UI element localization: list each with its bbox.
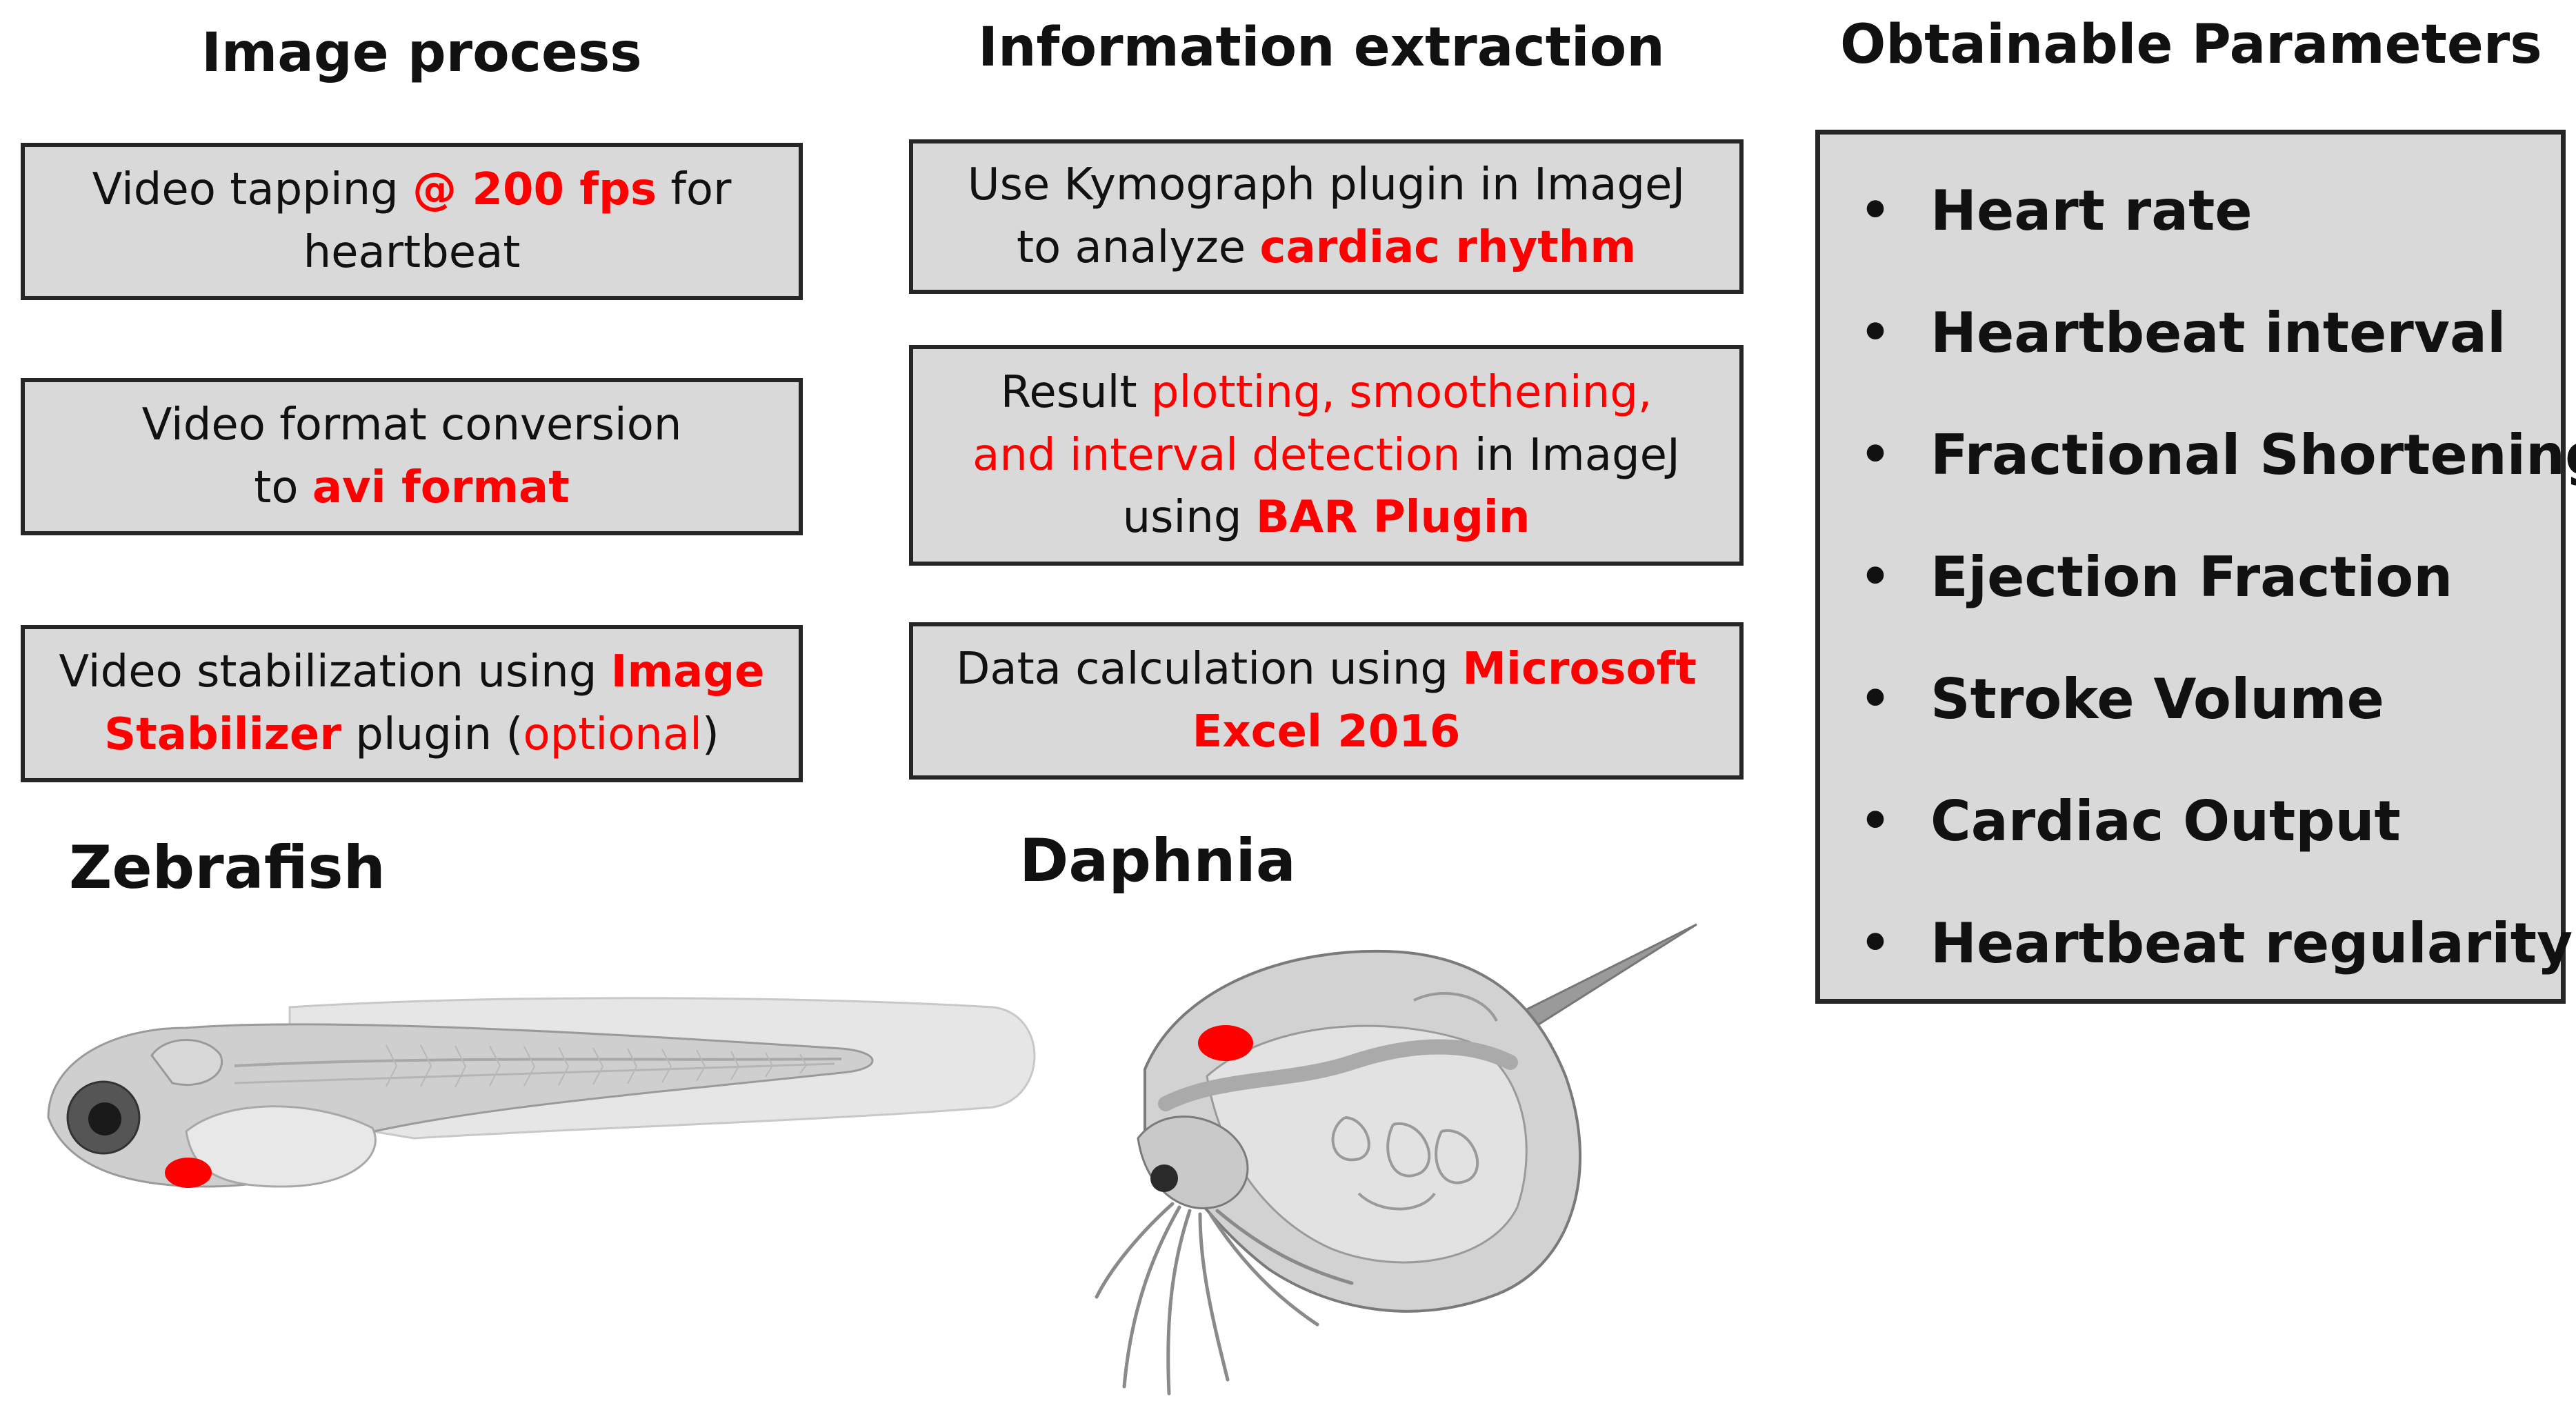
highlight-text: Excel 2016	[1192, 706, 1461, 757]
step-line: Video stabilization using Image	[59, 641, 764, 704]
highlight-text: avi format	[312, 462, 570, 513]
plain-text: for	[657, 164, 732, 216]
parameter-label: Ejection Fraction	[1930, 544, 2453, 609]
bullet: •	[1859, 671, 1891, 727]
highlight-text: @ 200 fps	[412, 164, 657, 216]
parameter-item: • Stroke Volume	[1820, 664, 2384, 733]
zebrafish-label: Zebrafish	[69, 833, 386, 902]
highlight-text: and interval detection	[972, 429, 1461, 481]
parameter-item: • Fractional Shortening	[1820, 420, 2576, 489]
step-line: Excel 2016	[956, 701, 1697, 764]
heading-obtainable-parameters: Obtainable Parameters	[1840, 14, 2542, 76]
heading-information-extraction: Information extraction	[978, 17, 1665, 79]
step-line: Stabilizer plugin (optional)	[59, 704, 764, 766]
daphnia-label: Daphnia	[1019, 826, 1296, 895]
plain-text: plugin (	[341, 709, 523, 760]
plain-text: using	[1122, 492, 1256, 544]
parameter-item: • Heartbeat interval	[1820, 298, 2506, 367]
gut	[1158, 1039, 1518, 1111]
bullet: •	[1859, 548, 1891, 605]
plain-text: Result	[1000, 366, 1151, 418]
notochord	[234, 1058, 842, 1067]
highlight-text: cardiac rhythm	[1259, 222, 1637, 273]
tail-spine	[1515, 923, 1697, 1033]
step-text: Use Kymograph plugin in ImageJ to analyze…	[968, 154, 1686, 279]
bullet: •	[1859, 915, 1891, 971]
parameter-label: Heartbeat regularity	[1930, 911, 2573, 975]
step-line: and interval detection in ImageJ	[972, 424, 1680, 487]
parameter-label: Cardiac Output	[1930, 789, 2401, 853]
step-line: Result plotting, smoothening,	[972, 361, 1680, 424]
step-text: Video tapping @ 200 fps for heartbeat	[92, 159, 732, 284]
step-line: to avi format	[142, 457, 682, 519]
heading-image-process: Image process	[201, 22, 642, 84]
plain-text: Video tapping	[92, 164, 413, 216]
inner-body	[1206, 1024, 1528, 1264]
plain-text: in ImageJ	[1460, 429, 1680, 481]
parameter-label: Heartbeat interval	[1930, 300, 2506, 365]
step-format-conversion: Video format conversion to avi format	[21, 378, 803, 535]
plain-text: to analyze	[1016, 222, 1260, 273]
parameters-panel: • Heart rate • Heartbeat interval • Fractio…	[1815, 130, 2576, 1004]
parameter-item: • Heart rate	[1820, 176, 2253, 245]
highlight-text: optional	[523, 709, 702, 760]
highlight-text: Microsoft	[1462, 644, 1697, 695]
step-result-plotting: Result plotting, smoothening,and interva…	[909, 345, 1744, 566]
parameter-item: • Cardiac Output	[1820, 786, 2401, 855]
bullet: •	[1859, 793, 1891, 849]
step-line: Use Kymograph plugin in ImageJ	[968, 154, 1686, 217]
highlight-text: Stabilizer	[104, 709, 341, 760]
step-line: Data calculation using Microsoft	[956, 638, 1697, 701]
step-line: Video tapping @ 200 fps for	[92, 159, 732, 221]
bullet: •	[1859, 304, 1891, 361]
step-line: using BAR Plugin	[972, 486, 1680, 549]
plain-text: heartbeat	[303, 227, 521, 278]
daphnia-heart-marker	[1198, 1025, 1253, 1061]
step-kymograph: Use Kymograph plugin in ImageJ to analyze…	[909, 139, 1744, 294]
bullet: •	[1859, 426, 1891, 483]
plain-text: )	[701, 709, 719, 760]
pupil	[88, 1102, 121, 1136]
antennae	[1095, 1202, 1354, 1396]
yolk-sac	[185, 1105, 377, 1188]
parameter-label: Heart rate	[1930, 178, 2253, 243]
parameter-item: • Ejection Fraction	[1820, 542, 2453, 611]
zebrafish-heart-marker	[165, 1158, 212, 1188]
plain-text: to	[254, 462, 312, 513]
step-line: to analyze cardiac rhythm	[968, 217, 1686, 279]
parameter-label: Stroke Volume	[1930, 666, 2384, 731]
step-line: heartbeat	[92, 221, 732, 284]
highlight-text: BAR Plugin	[1255, 492, 1530, 544]
plain-text: Video stabilization using	[59, 646, 611, 698]
step-line: Video format conversion	[142, 394, 682, 457]
internal-structures	[1331, 992, 1498, 1211]
plain-text: Use Kymograph plugin in ImageJ	[967, 159, 1686, 211]
somites	[386, 1044, 808, 1088]
daphnia-eye	[1150, 1164, 1178, 1192]
highlight-text: plotting, smoothening,	[1150, 366, 1653, 418]
highlight-text: Image	[610, 646, 765, 698]
notochord-lower	[234, 1062, 835, 1084]
brain	[150, 1039, 223, 1087]
plain-text: Data calculation using	[956, 644, 1463, 695]
zebrafish-illustration	[47, 997, 1036, 1188]
step-text: Video format conversion to avi format	[142, 394, 682, 519]
parameter-item: • Heartbeat regularity	[1820, 909, 2573, 978]
step-text: Result plotting, smoothening,and interva…	[972, 361, 1680, 550]
parameter-label: Fractional Shortening	[1930, 422, 2576, 487]
plain-text: Video format conversion	[141, 399, 682, 451]
step-video-tapping: Video tapping @ 200 fps for heartbeat	[21, 143, 803, 300]
bullet: •	[1859, 182, 1891, 239]
daphnia-illustration	[1095, 923, 1697, 1396]
